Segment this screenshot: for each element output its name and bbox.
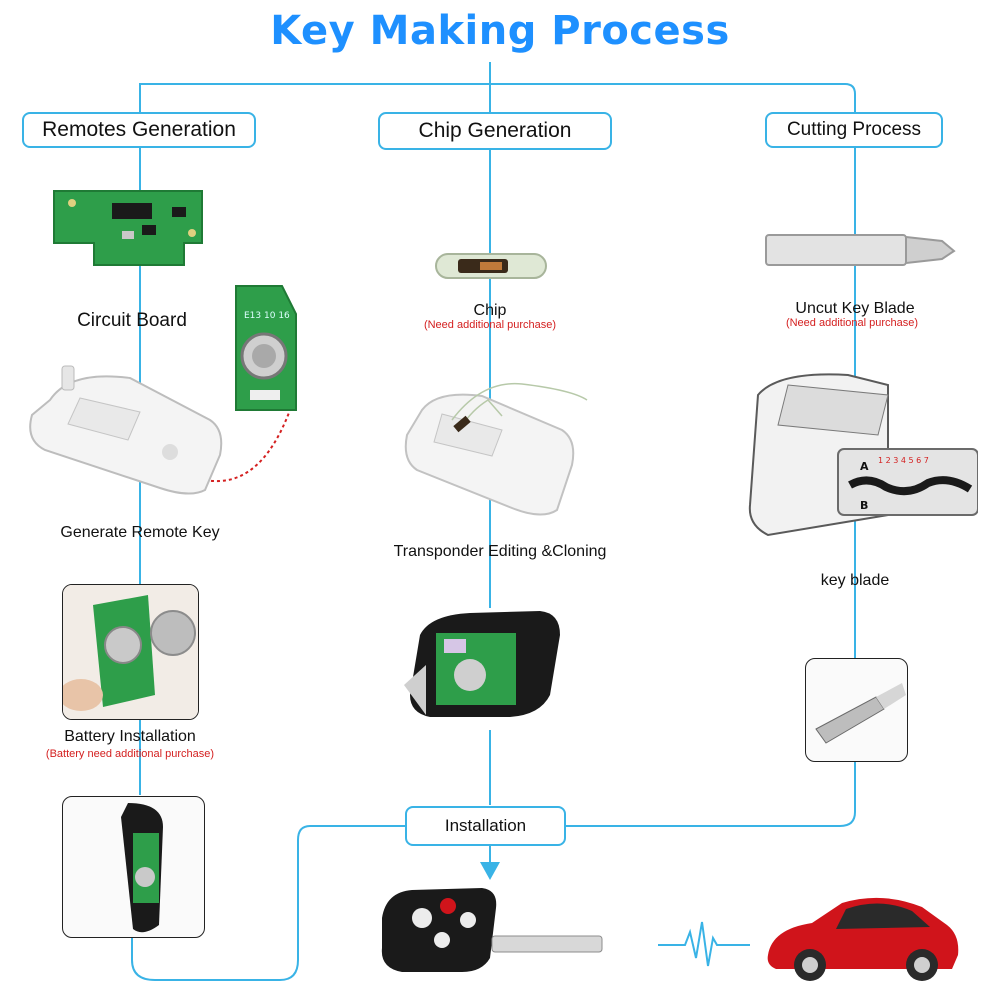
circuit-board-image [53, 190, 203, 266]
remote-assembled-photo [62, 796, 205, 938]
uncut-key-blade-label: Uncut Key Blade [795, 300, 915, 317]
battery-installation-label: Battery Installation [64, 728, 196, 745]
battery-photo-art [63, 585, 198, 719]
column-chip-label: Chip Generation [418, 119, 572, 142]
key-blade-label: key blade [820, 572, 890, 589]
pcb-marking: E13 10 16 [244, 311, 290, 321]
installation-step: Installation [405, 806, 566, 846]
blade-chart-label-a: A [860, 460, 869, 473]
key-cutting-machine-image: A B 1 2 3 4 5 6 7 [748, 373, 978, 537]
battery-installation-photo [62, 584, 199, 720]
blade-chart-label-b: B [860, 499, 868, 512]
battery-purchase-note: (Battery need additional purchase) [45, 748, 215, 760]
generate-remote-key-label: Generate Remote Key [60, 524, 220, 541]
column-remotes-label: Remotes Generation [42, 118, 236, 141]
chip-label: Chip [473, 302, 507, 319]
uncut-key-blade-image [765, 234, 956, 266]
column-cutting-label: Cutting Process [786, 119, 922, 140]
column-chip-generation: Chip Generation [378, 112, 612, 150]
remote-with-chip-image [404, 611, 560, 717]
chip-purchase-note: (Need additional purchase) [423, 319, 557, 331]
page-title: Key Making Process [270, 8, 730, 54]
installation-label: Installation [444, 816, 527, 835]
cut-key-blade-photo [805, 658, 908, 762]
transponder-chip-image [435, 253, 547, 279]
uncut-blade-purchase-note: (Need additional purchase) [785, 317, 919, 329]
finished-flip-key-image [381, 888, 603, 972]
blade-chart-marks: 1 2 3 4 5 6 7 [878, 456, 929, 465]
circuit-board-label: Circuit Board [77, 310, 187, 331]
cut-blade-art [815, 683, 906, 744]
red-car-image [767, 897, 959, 981]
circuit-board-battery-image: E13 10 16 [235, 285, 297, 411]
remote-programmer-device-image [29, 365, 223, 495]
transponder-editing-label: Transponder Editing &Cloning [393, 543, 607, 560]
column-cutting-process: Cutting Process [765, 112, 943, 148]
chip-programmer-device-image [404, 382, 588, 516]
column-remotes-generation: Remotes Generation [22, 112, 256, 148]
remote-photo-art [121, 803, 163, 933]
